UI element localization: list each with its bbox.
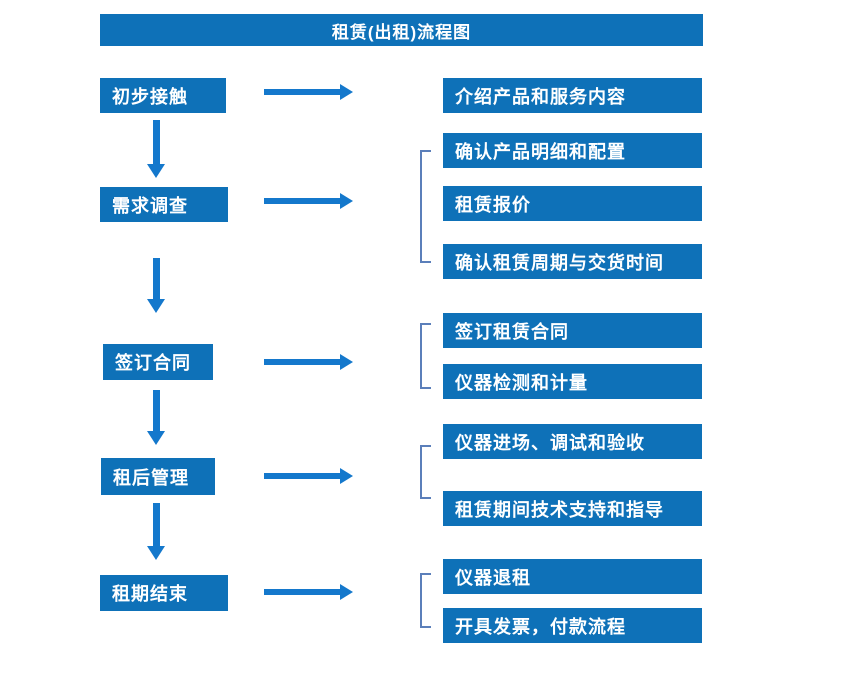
step-box-demand-survey: 需求调查 — [100, 187, 228, 222]
group-bracket-post-rental — [420, 445, 431, 499]
detail-box-sign-rental-contract: 签订租赁合同 — [443, 313, 702, 348]
arrow-head — [147, 431, 165, 445]
arrow-stem — [264, 89, 340, 95]
detail-box-rental-quote: 租赁报价 — [443, 186, 702, 221]
down-arrow-icon-3 — [147, 390, 165, 445]
right-arrow-icon-3 — [264, 354, 353, 370]
detail-box-confirm-product-details: 确认产品明细和配置 — [443, 133, 702, 168]
arrow-head — [340, 84, 353, 100]
step-box-post-rental-management: 租后管理 — [101, 458, 215, 495]
arrow-head — [147, 164, 165, 178]
down-arrow-icon-2 — [147, 258, 165, 313]
arrow-stem — [152, 503, 160, 546]
detail-box-introduce-products: 介绍产品和服务内容 — [443, 78, 702, 113]
arrow-stem — [264, 359, 340, 365]
group-bracket-lease-end — [420, 573, 431, 628]
detail-box-confirm-rental-period: 确认租赁周期与交货时间 — [443, 244, 702, 279]
arrow-head — [340, 354, 353, 370]
detail-box-instrument-inspection: 仪器检测和计量 — [443, 364, 702, 399]
right-arrow-icon-5 — [264, 584, 353, 600]
right-arrow-icon-4 — [264, 468, 353, 484]
group-bracket-sign-contract — [420, 323, 431, 389]
arrow-stem — [152, 390, 160, 431]
arrow-head — [340, 193, 353, 209]
arrow-stem — [264, 473, 340, 479]
arrow-stem — [152, 120, 160, 164]
group-bracket-demand-survey — [420, 150, 431, 263]
down-arrow-icon-1 — [147, 120, 165, 178]
down-arrow-icon-4 — [147, 503, 165, 560]
arrow-head — [147, 299, 165, 313]
arrow-stem — [152, 258, 160, 299]
detail-box-instrument-entry: 仪器进场、调试和验收 — [443, 424, 702, 459]
arrow-head — [340, 468, 353, 484]
step-box-lease-end: 租期结束 — [100, 575, 228, 611]
arrow-stem — [264, 589, 340, 595]
detail-box-invoice-payment: 开具发票，付款流程 — [443, 608, 702, 643]
arrow-head — [340, 584, 353, 600]
step-box-initial-contact: 初步接触 — [100, 78, 226, 113]
arrow-stem — [264, 198, 340, 204]
step-box-sign-contract: 签订合同 — [103, 344, 213, 380]
arrow-head — [147, 546, 165, 560]
detail-box-technical-support: 租赁期间技术支持和指导 — [443, 491, 702, 526]
detail-box-instrument-return: 仪器退租 — [443, 559, 702, 594]
flowchart-title: 租赁(出租)流程图 — [100, 14, 703, 46]
right-arrow-icon-2 — [264, 193, 353, 209]
right-arrow-icon-1 — [264, 84, 353, 100]
